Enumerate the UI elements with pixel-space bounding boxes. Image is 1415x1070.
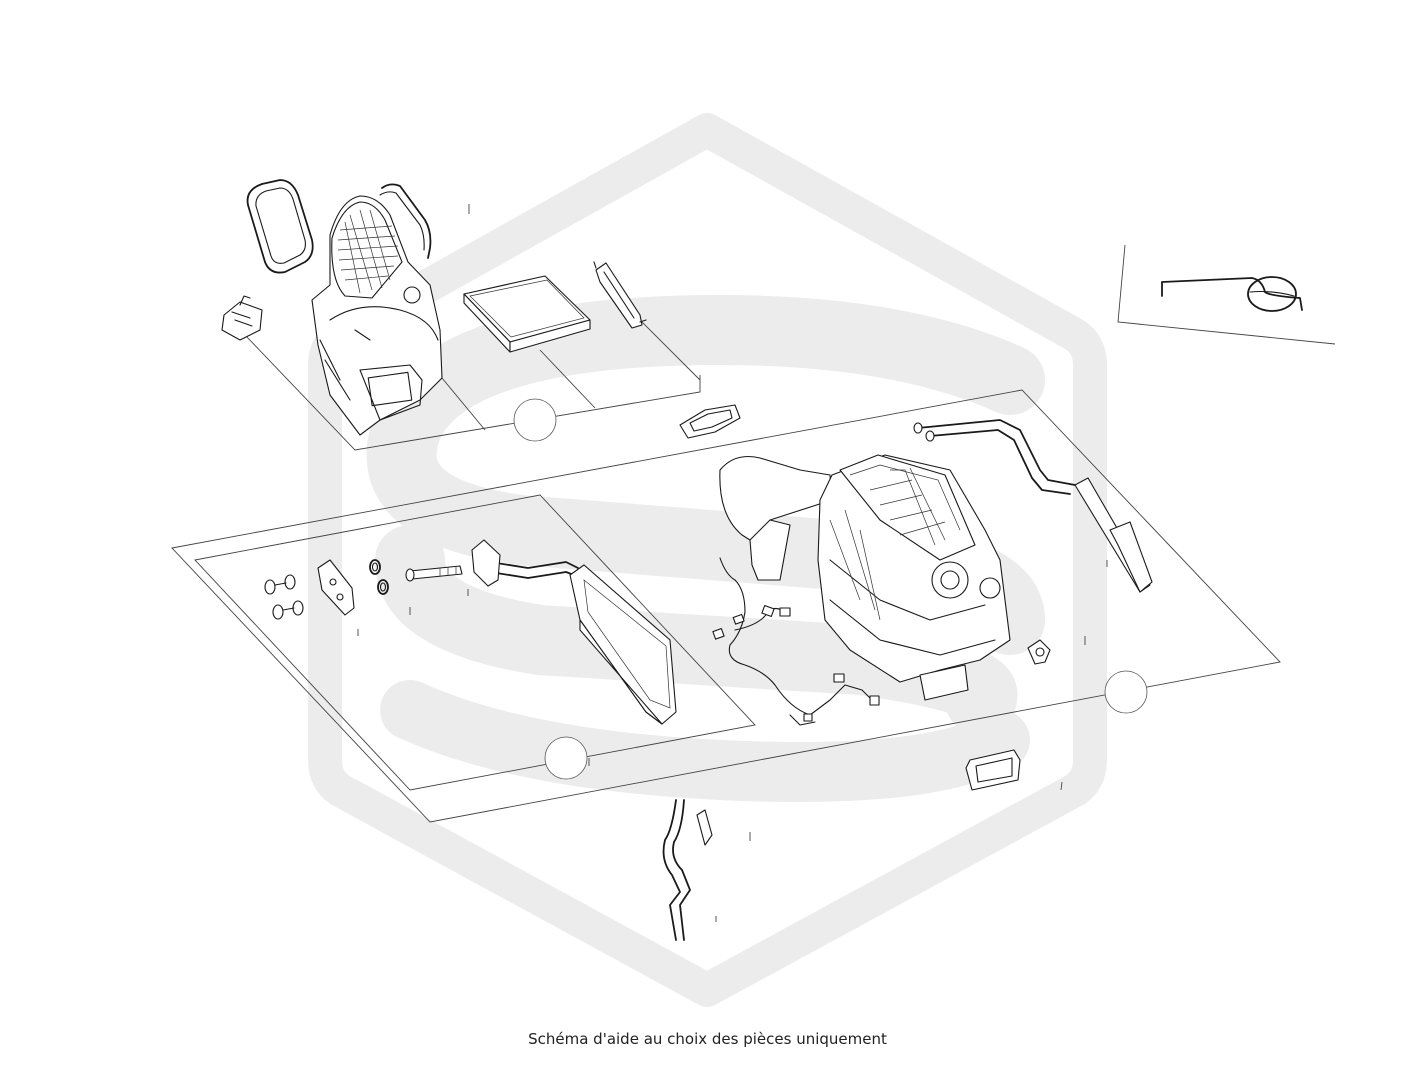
heater-core[interactable] [471, 539, 677, 725]
heater-pipes[interactable] [913, 419, 1153, 593]
leader-lines [357, 204, 1108, 922]
o-rings[interactable] [369, 559, 389, 595]
caption: Schéma d'aide au choix des pièces unique… [528, 1030, 887, 1048]
blower-resistor[interactable] [221, 295, 263, 341]
blower-housing[interactable] [311, 195, 443, 436]
expansion-valve[interactable] [317, 559, 355, 616]
clips[interactable] [264, 574, 304, 620]
cabin-filter[interactable] [463, 275, 591, 353]
inset-clamp[interactable] [1161, 276, 1303, 312]
callout-circle [1104, 670, 1148, 714]
blower-gasket-right[interactable] [379, 183, 432, 259]
drain-hose[interactable] [662, 799, 691, 941]
hvac-unit[interactable] [719, 454, 1011, 701]
air-duct-adapter-top[interactable] [679, 404, 741, 439]
air-duct-adapter-bottom[interactable] [965, 749, 1021, 791]
temperature-sensor[interactable] [1027, 639, 1051, 665]
callout-circle [544, 736, 588, 780]
callouts [513, 398, 1148, 780]
wiring-harness[interactable] [712, 557, 880, 726]
bolt[interactable] [405, 565, 463, 582]
callout-circle [513, 398, 557, 442]
hose-clip[interactable] [696, 809, 713, 846]
blower-gasket-left[interactable] [246, 179, 314, 274]
filter-bracket[interactable] [593, 261, 647, 329]
